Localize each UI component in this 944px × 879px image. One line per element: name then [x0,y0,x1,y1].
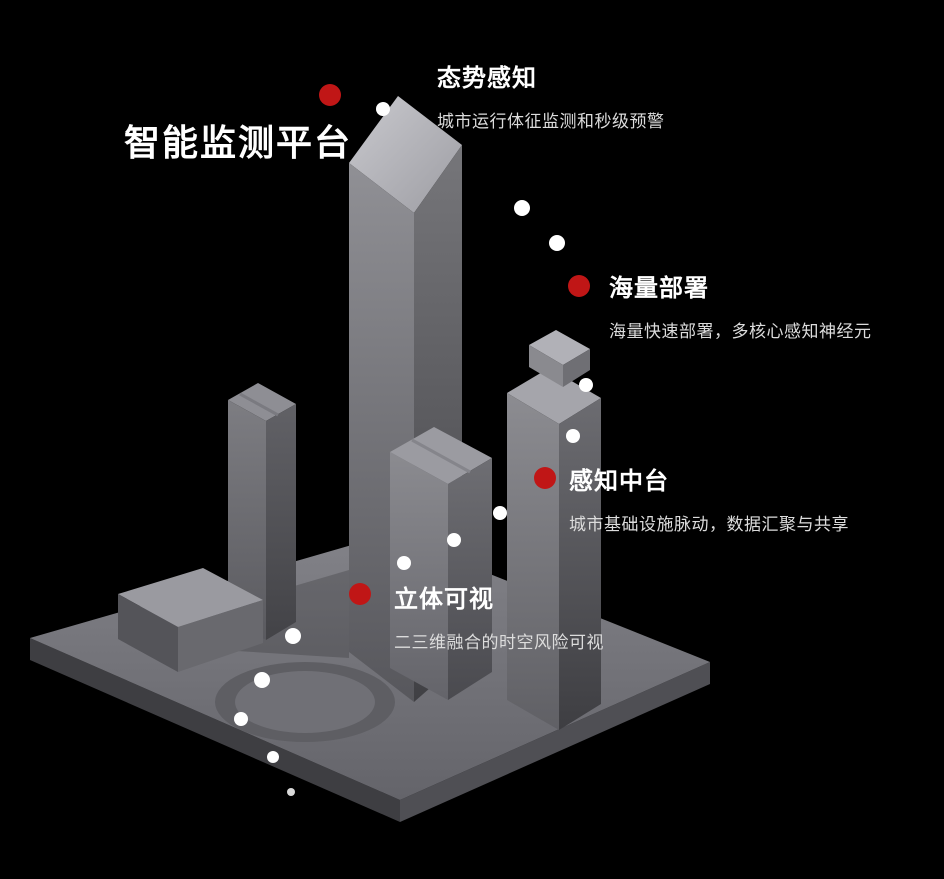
callout-mass-deployment: 海量部署 海量快速部署，多核心感知神经元 [609,268,872,342]
feature-title: 态势感知 [437,65,537,92]
building-low-block [118,568,263,672]
callout-3d-visualization: 立体可视 二三维融合的时空风险可视 [394,579,604,653]
red-markers [319,84,590,605]
tower-small-left [228,383,296,640]
circular-plaza [215,662,395,742]
feature-desc: 城市运行体征监测和秒级预警 [437,112,665,131]
feature-title: 感知中台 [569,468,669,495]
red-marker-visual [349,583,371,605]
callout-perception-middle-platform: 感知中台 城市基础设施脉动，数据汇聚与共享 [569,461,849,535]
building-mid [390,427,492,700]
callout-situation-awareness: 态势感知 城市运行体征监测和秒级预警 [437,58,665,132]
tower-right-cap [529,330,590,387]
feature-desc: 海量快速部署，多核心感知神经元 [609,322,872,341]
red-marker-title [319,84,341,106]
feature-title: 立体可视 [394,586,494,613]
feature-desc: 二三维融合的时空风险可视 [394,633,604,652]
page-title: 智能监测平台 [124,122,353,163]
dotted-path [234,102,593,796]
feature-title: 海量部署 [609,275,709,302]
red-marker-deploy [568,275,590,297]
feature-desc: 城市基础设施脉动，数据汇聚与共享 [569,515,849,534]
red-marker-platform [534,467,556,489]
